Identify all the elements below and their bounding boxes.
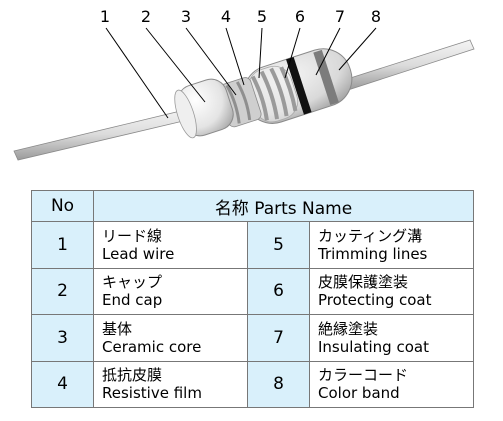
callout-6: 6 [295, 7, 305, 26]
row-number: 1 [31, 221, 94, 269]
table-header-row: No 名称 Parts Name [31, 190, 475, 222]
part-name: 絶縁塗装 Insulating coat [308, 314, 475, 362]
part-name: 基体 Ceramic core [93, 314, 248, 362]
part-name: カッティング溝 Trimming lines [308, 221, 475, 269]
row-number: 7 [247, 314, 310, 362]
color-band-gray [313, 49, 339, 105]
callout-2: 2 [141, 7, 151, 26]
row-number: 6 [247, 267, 310, 315]
part-name: 皮膜保護塗装 Protecting coat [308, 267, 475, 315]
part-name-jp: 抵抗皮膜 [102, 366, 163, 385]
part-name-en: Ceramic core [102, 337, 202, 356]
part-name-jp: キャップ [102, 273, 163, 292]
leader-line-3 [185, 27, 237, 96]
part-name-en: Protecting coat [318, 291, 432, 310]
callout-8: 8 [371, 7, 381, 26]
leader-line-6 [284, 27, 301, 79]
part-name-jp: 基体 [102, 319, 133, 338]
leader-lines [105, 27, 377, 119]
leader-line-4 [225, 27, 245, 86]
part-name-jp: 皮膜保護塗装 [318, 273, 409, 292]
resistor-diagram: 1 2 3 4 5 6 7 8 [13, 7, 475, 161]
resistor-image [13, 39, 475, 161]
table-row: 3 基体 Ceramic core 7 絶縁塗装 Insulating coat [31, 314, 475, 362]
part-name: 抵抗皮膜 Resistive film [93, 360, 248, 408]
table-row: 1 リード線 Lead wire 5 カッティング溝 Trimming line… [31, 221, 475, 269]
leader-line-7 [315, 27, 341, 76]
row-number: 4 [31, 360, 94, 408]
leader-line-8 [338, 27, 377, 71]
part-name-jp: 絶縁塗装 [318, 319, 379, 338]
row-number: 5 [247, 221, 310, 269]
part-name: リード線 Lead wire [93, 221, 248, 269]
header-parts-name: 名称 Parts Name [92, 190, 475, 222]
row-number: 2 [31, 267, 94, 315]
callout-3: 3 [181, 7, 191, 26]
callout-1: 1 [100, 7, 110, 26]
callout-4: 4 [221, 7, 231, 26]
parts-table: No 名称 Parts Name 1 リード線 Lead wire 5 カッティ… [31, 190, 475, 408]
lead-wire-left [13, 107, 197, 161]
header-no: No [31, 190, 94, 222]
leader-line-5 [258, 27, 263, 79]
trimming-lines [250, 66, 298, 121]
table-row: 2 キャップ End cap 6 皮膜保護塗装 Protecting coat [31, 267, 475, 315]
part-name: キャップ End cap [93, 267, 248, 315]
part-name-en: Insulating coat [318, 337, 429, 356]
part-name-en: End cap [102, 291, 163, 310]
table-row: 4 抵抗皮膜 Resistive film 8 カラーコード Color ban… [31, 360, 475, 408]
row-number: 3 [31, 314, 94, 362]
color-band-black [286, 56, 312, 115]
part-name-en: Resistive film [102, 384, 202, 403]
part-name-jp: カッティング溝 [318, 226, 423, 245]
callout-7: 7 [335, 7, 345, 26]
part-name: カラーコード Color band [308, 360, 475, 408]
leader-line-1 [105, 27, 169, 119]
lead-wire-right [343, 39, 475, 91]
leader-line-2 [145, 27, 206, 103]
part-name-en: Trimming lines [318, 244, 428, 263]
part-name-en: Color band [318, 384, 400, 403]
part-name-en: Lead wire [102, 244, 175, 263]
callout-5: 5 [257, 7, 267, 26]
row-number: 8 [247, 360, 310, 408]
part-name-jp: カラーコード [318, 366, 409, 385]
part-name-jp: リード線 [102, 226, 163, 245]
